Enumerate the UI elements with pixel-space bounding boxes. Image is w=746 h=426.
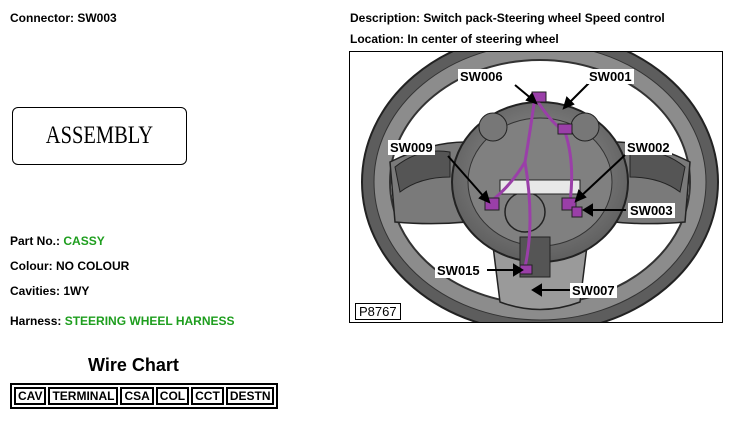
header-terminal: TERMINAL: [48, 387, 119, 405]
header-destn: DESTN: [225, 387, 275, 405]
callout-sw015: SW015: [435, 263, 482, 278]
callout-sw003: SW003: [628, 203, 675, 218]
harness-value: STEERING WHEEL HARNESS: [64, 314, 235, 328]
description-label: Description: Switch pack-Steering wheel …: [350, 11, 665, 25]
wire-chart-title: Wire Chart: [88, 355, 179, 375]
diagram-reference: P8767: [355, 303, 401, 320]
sw001-connector: [557, 123, 573, 135]
header-col: COL: [155, 387, 190, 405]
steering-wheel-diagram: SW006 SW001 SW009 SW002 SW003 SW015 SW00…: [349, 51, 723, 323]
callout-sw006: SW006: [458, 69, 505, 84]
harness-label: Harness:: [10, 314, 62, 328]
part-no-label: Part No.:: [10, 234, 61, 248]
assembly-box: ASSEMBLY: [12, 107, 187, 165]
header-cct: CCT: [191, 387, 224, 405]
callout-sw009: SW009: [388, 140, 435, 155]
colour-label: Colour: NO COLOUR: [10, 259, 130, 273]
location-label: Location: In center of steering wheel: [350, 32, 559, 46]
callout-sw001: SW001: [587, 69, 634, 84]
sw003-connector: [571, 206, 583, 218]
part-no-value: CASSY: [63, 234, 105, 248]
header-csa: CSA: [120, 387, 154, 405]
header-cav: CAV: [14, 387, 47, 405]
cavities-label: Cavities: 1WY: [10, 284, 90, 298]
callout-sw007: SW007: [570, 283, 617, 298]
steering-wheel-illustration: [361, 52, 719, 322]
wire-chart-header-row: CAV TERMINAL CSA COL CCT DESTN: [14, 387, 275, 405]
connector-label: Connector: SW003: [10, 11, 117, 25]
callout-sw002: SW002: [625, 140, 672, 155]
wire-chart-table: CAV TERMINAL CSA COL CCT DESTN: [10, 383, 279, 409]
part-no-row: Part No.: CASSY: [10, 234, 105, 248]
harness-row: Harness: STEERING WHEEL HARNESS: [10, 314, 235, 328]
assembly-text: ASSEMBLY: [45, 122, 154, 149]
